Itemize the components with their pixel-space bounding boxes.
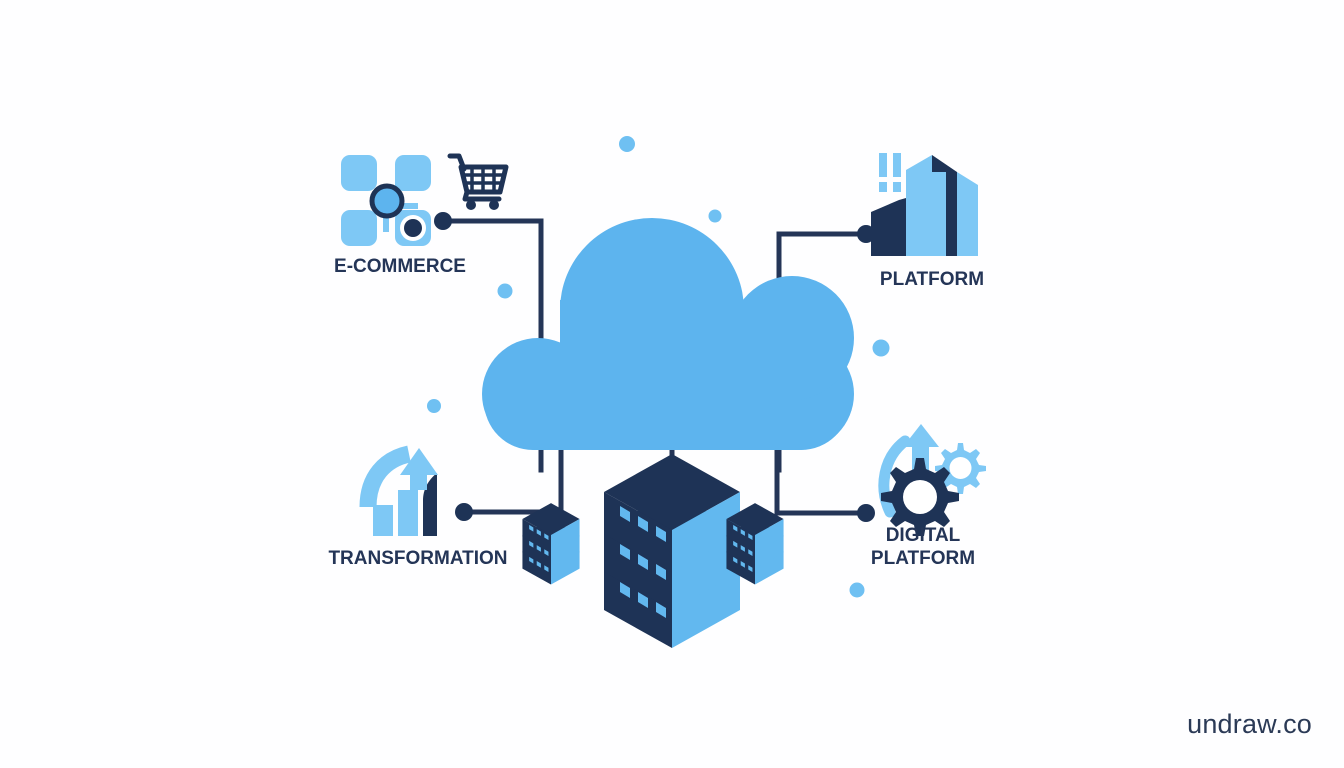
node-label-platform: PLATFORM <box>880 269 984 290</box>
node-label-transformation: TRANSFORMATION <box>328 548 507 569</box>
network-nodes-icon <box>341 155 431 246</box>
decorative-dot <box>619 136 635 152</box>
server-stack-small-icon <box>522 503 580 585</box>
node-digital-platform[interactable]: DIGITAL PLATFORM <box>871 424 986 569</box>
connector-dot-ecommerce <box>434 212 452 230</box>
buildings-skyline-icon <box>871 155 978 256</box>
connector-dot-digital-platform <box>857 504 875 522</box>
decorative-dots <box>427 136 890 598</box>
decorative-dot <box>497 283 513 299</box>
gears-arrow-icon <box>878 424 986 536</box>
gear-small-icon <box>935 443 986 494</box>
server-stack-icon <box>604 454 740 648</box>
connector-dot-transformation <box>455 503 473 521</box>
decorative-dot <box>872 339 890 357</box>
node-transformation[interactable]: TRANSFORMATION <box>328 445 508 569</box>
gear-large-icon <box>881 458 959 536</box>
shopping-cart-icon <box>447 153 509 210</box>
node-platform[interactable]: PLATFORM <box>871 153 984 290</box>
node-label-ecommerce: E-COMMERCE <box>334 256 466 277</box>
node-label-digital-platform-line1: DIGITAL <box>886 525 961 546</box>
node-label-digital-platform-line2: PLATFORM <box>871 548 975 569</box>
server-stack-small-icon <box>726 503 784 585</box>
server-tier-top <box>604 454 740 572</box>
exclamation-marks-icon <box>879 153 901 192</box>
growth-chart-arrow-icon <box>359 445 438 536</box>
decorative-dot <box>849 582 865 598</box>
cloud-icon <box>482 218 854 450</box>
node-ecommerce[interactable]: E-COMMERCE <box>334 153 509 277</box>
connector-dot-platform <box>857 225 875 243</box>
decorative-dot <box>708 209 722 223</box>
watermark-undraw: undraw.co <box>1187 709 1312 739</box>
decorative-dot <box>427 399 441 413</box>
connector-digital-platform <box>774 422 869 516</box>
